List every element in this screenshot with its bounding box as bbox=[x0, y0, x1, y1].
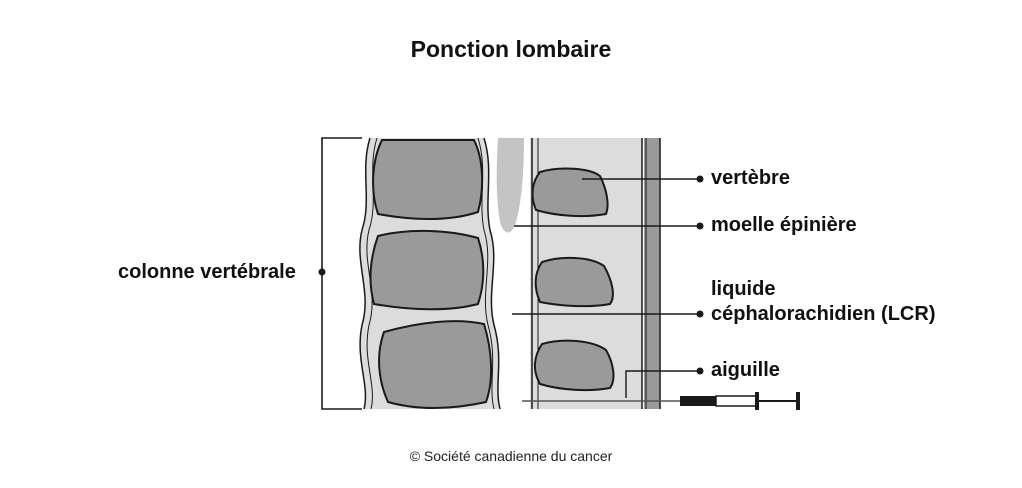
syringe-hub bbox=[680, 396, 716, 406]
dura-band bbox=[644, 138, 660, 409]
spinal-cord bbox=[496, 138, 524, 233]
spinous-process-2 bbox=[534, 256, 614, 308]
csf-leader-dot bbox=[696, 310, 704, 318]
vertebral-body-2 bbox=[369, 229, 485, 311]
syringe-barrel bbox=[715, 395, 757, 407]
needle-leader bbox=[625, 370, 700, 398]
column-left-edge bbox=[359, 137, 371, 410]
vertebra-leader-dot bbox=[696, 175, 704, 183]
diagram-title: Ponction lombaire bbox=[410, 36, 612, 62]
needle-leader-dot bbox=[696, 367, 704, 375]
csf-label-line1: liquide bbox=[711, 278, 776, 300]
vertebra-label: vertèbre bbox=[711, 167, 790, 189]
csf-label-line2: céphalorachidien (LCR) bbox=[711, 303, 936, 325]
spine-bracket bbox=[321, 137, 362, 410]
copyright-notice: © Société canadienne du cancer bbox=[409, 448, 613, 464]
spine-label: colonne vertébrale bbox=[118, 261, 296, 283]
vertebral-body-3 bbox=[378, 320, 493, 409]
syringe-flange bbox=[755, 392, 759, 410]
spinous-process-3 bbox=[534, 339, 615, 392]
syringe-plunger-head bbox=[796, 392, 800, 410]
spinous-process-1 bbox=[531, 167, 609, 218]
spinal-cord-label: moelle épinière bbox=[711, 214, 857, 236]
needle-label: aiguille bbox=[711, 359, 780, 381]
column-right-edge bbox=[483, 137, 501, 410]
spine-label-dot bbox=[318, 268, 326, 276]
spinal-cord-leader-dot bbox=[696, 222, 704, 230]
vertebral-body-1 bbox=[372, 139, 484, 220]
